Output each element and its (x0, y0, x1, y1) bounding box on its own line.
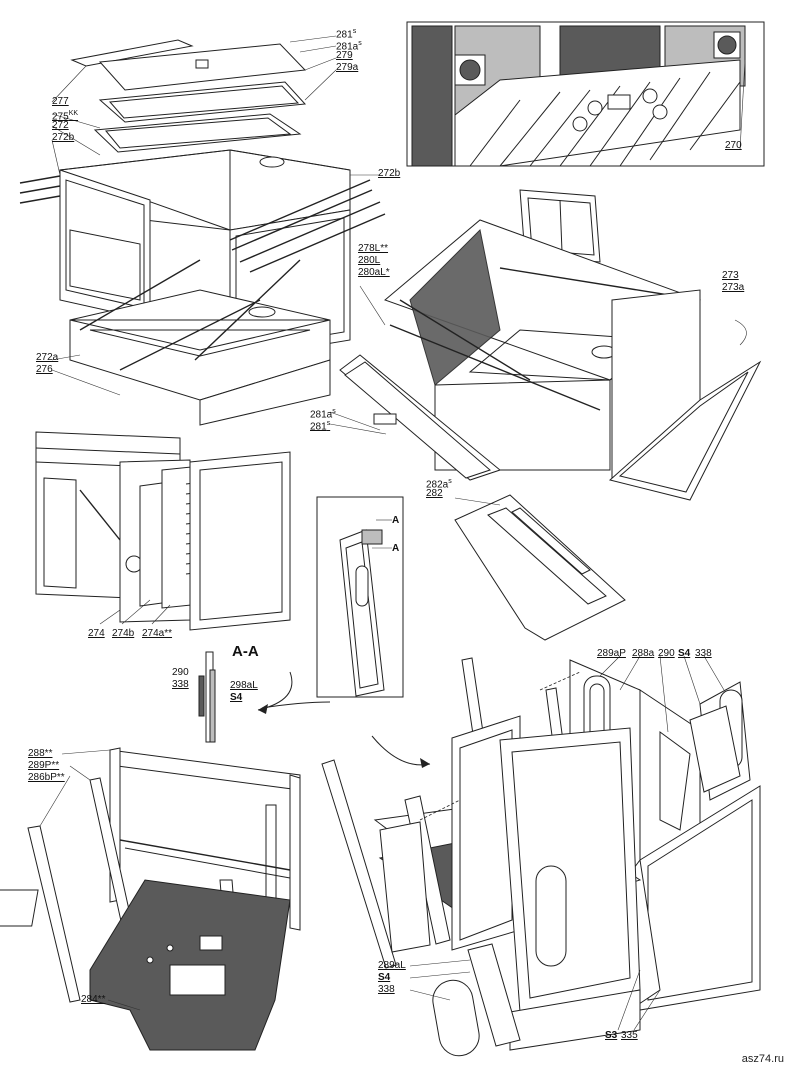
detail-270-box (406, 21, 765, 167)
detail-A-inset (316, 496, 404, 698)
section-AA (198, 651, 431, 768)
label-273: 273 (722, 270, 739, 281)
part-277-strip (70, 39, 194, 67)
label-289P: 289P** (28, 760, 60, 771)
label-281a-mid: 281as (310, 408, 336, 421)
label-282as: 282as (426, 478, 452, 491)
label-288: 288** (28, 748, 53, 759)
label-289aP: 289aP (597, 648, 626, 659)
label-S4-bottom: S4 (378, 972, 391, 983)
label-298aL: 298aL (230, 680, 258, 691)
label-273a: 273a (722, 282, 745, 293)
label-288a: 288a (632, 648, 655, 659)
label-275kk: 275KK (52, 110, 79, 123)
part-274-outer-frame (189, 451, 291, 631)
part-286bP-post (27, 825, 81, 1003)
label-276: 276 (36, 364, 53, 375)
label-272a: 272a (36, 352, 59, 363)
roof-assembly-view (19, 35, 386, 426)
label-272b-left: 272b (52, 132, 75, 143)
marker-A-2: A (392, 543, 400, 554)
part-281-knob (195, 59, 209, 69)
label-281-mid: 281s (310, 420, 331, 433)
part-282-panel (454, 494, 626, 641)
label-282: 282 (426, 488, 443, 499)
label-S3: S3 (605, 1030, 618, 1041)
label-274a: 274a** (142, 628, 173, 639)
door-274-view (35, 431, 291, 631)
label-335: 335 (621, 1030, 638, 1041)
part-279a-plate (98, 81, 307, 123)
label-290-right: 290 (658, 648, 675, 659)
tub-273-view (329, 189, 762, 501)
label-281as: 281as (336, 40, 362, 53)
label-279: 279 (336, 50, 353, 61)
label-270: 270 (725, 140, 742, 151)
section-AA-title: A-A (232, 643, 259, 660)
label-338-right: 338 (695, 648, 712, 659)
part-275-frame (93, 113, 302, 153)
label-338-bottom: 338 (378, 984, 395, 995)
label-S4-right: S4 (678, 648, 691, 659)
label-272b-right: 272b (378, 168, 401, 179)
label-286bP: 286bP** (28, 772, 65, 783)
label-277: 277 (52, 96, 69, 107)
label-274b: 274b (112, 628, 135, 639)
label-290-left: 290 (172, 667, 189, 678)
label-274: 274 (88, 628, 105, 639)
part-288-top-rail (109, 749, 301, 791)
label-281s: 281s (336, 28, 357, 41)
panel-282-view (454, 494, 626, 641)
label-272: 272 (52, 120, 69, 131)
label-278L: 278L** (358, 243, 389, 254)
watermark: asz74.ru (741, 1053, 784, 1065)
label-S4-left: S4 (230, 692, 243, 703)
label-279a: 279a (336, 62, 359, 73)
label-284: 284** (81, 994, 106, 1005)
cab-frame-288-view (0, 747, 301, 1051)
marker-A-1: A (392, 515, 400, 526)
label-289aL: 289aL (378, 960, 406, 971)
label-338-left: 338 (172, 679, 189, 690)
label-280L: 280L (358, 255, 381, 266)
label-280aL: 280aL* (358, 267, 390, 278)
cab-frame-right-view (321, 655, 761, 1057)
